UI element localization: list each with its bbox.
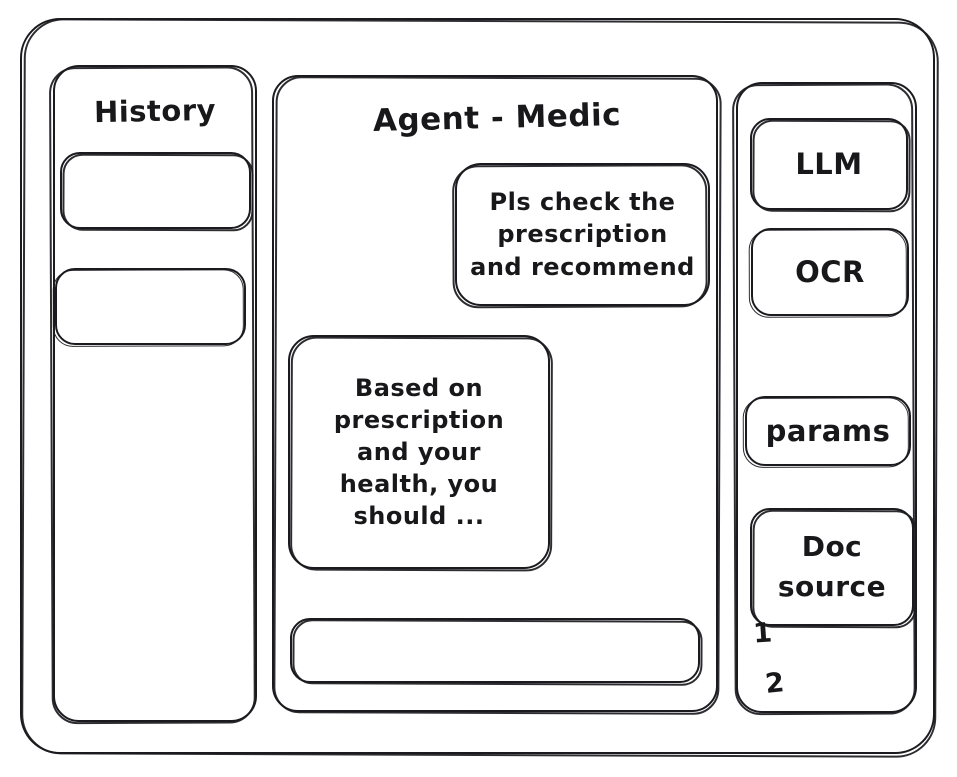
tool-params-button[interactable]: params — [742, 396, 911, 468]
message-input[interactable] — [290, 618, 703, 686]
tool-ocr-label: OCR — [795, 254, 865, 289]
tool-ocr-button[interactable]: OCR — [748, 228, 909, 318]
history-item[interactable] — [60, 152, 254, 232]
user-message-bubble: Pls check the prescription and recommend — [452, 163, 710, 309]
message-input-value — [290, 618, 700, 683]
history-panel-title: History — [93, 92, 217, 130]
doc-source-marker-2: 2 — [763, 667, 787, 700]
tool-params-label: params — [765, 413, 891, 448]
doc-source-label: Doc source — [777, 530, 887, 603]
assistant-message-text: Based on prescription and your health, y… — [333, 373, 505, 531]
history-item-label — [55, 268, 246, 345]
doc-source-marker-1: 1 — [752, 617, 774, 650]
user-message-text: Pls check the prescription and recommend — [470, 188, 695, 281]
tool-llm-label: LLM — [795, 146, 863, 181]
assistant-message-bubble: Based on prescription and your health, y… — [288, 335, 553, 572]
history-item[interactable] — [52, 268, 246, 347]
doc-source-button[interactable]: Doc source — [750, 508, 917, 629]
history-item-label — [60, 152, 251, 229]
tool-llm-button[interactable]: LLM — [750, 118, 911, 213]
